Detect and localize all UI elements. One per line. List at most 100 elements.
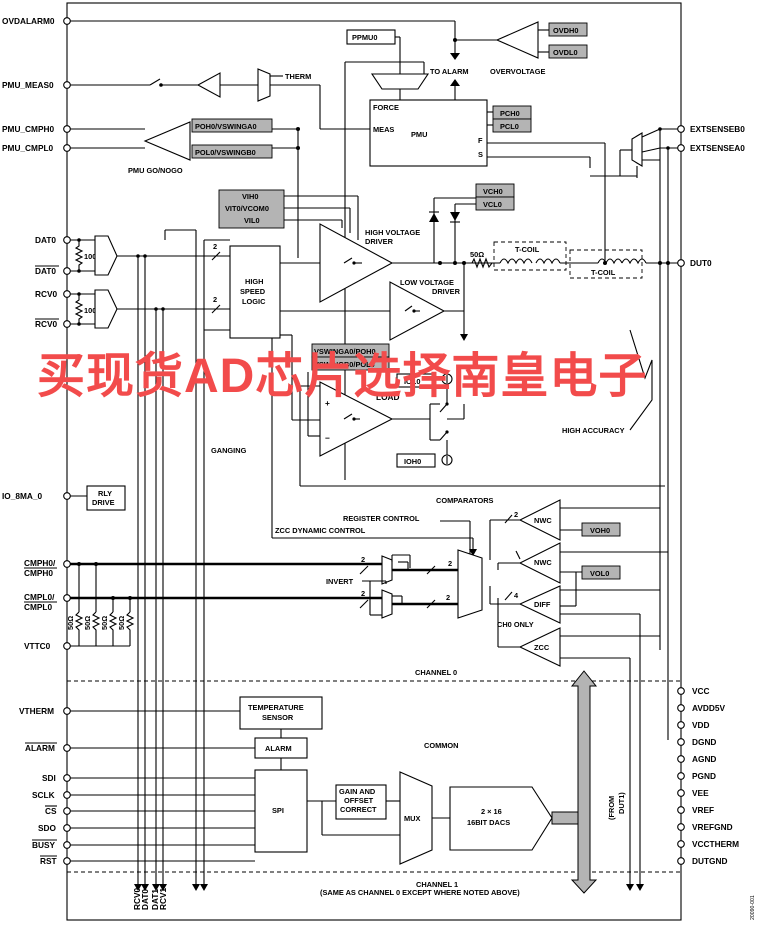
pin-extsensea[interactable]: EXTSENSEA0 [677,143,746,153]
svg-text:100Ω: 100Ω [84,306,102,315]
pol-vswingb-label [191,144,273,159]
svg-text:50Ω: 50Ω [470,250,484,259]
pin-rcv-bar[interactable]: RCV0 [35,318,71,329]
pin-vref[interactable]: VREF [677,805,714,815]
comparator-mux [457,549,483,619]
ch0-only-label: CH0 ONLY [497,620,534,629]
svg-text:+: + [325,398,330,408]
pin-pmu-cmpl[interactable]: PMU_CMPL0 [2,143,71,153]
pin-dat-bar[interactable]: DAT0 [35,265,71,276]
common-label: COMMON [424,741,459,750]
therm-label: THERM [285,72,311,81]
rcv-receiver [94,289,118,329]
pin-label: VCCTHERM [692,839,739,849]
svg-text:NWC: NWC [534,558,552,567]
pin-agnd[interactable]: AGND [677,754,717,764]
rly-drive-block: RLY DRIVE [86,485,126,511]
pin-vrefgnd[interactable]: VREFGND [677,822,733,832]
pin-io-8ma[interactable]: IO_8MA_0 [2,491,71,501]
svg-text:POH0/VSWINGA0: POH0/VSWINGA0 [195,122,257,131]
pin-label: DAT0 [35,266,56,276]
svg-text:DRIVER: DRIVER [432,287,461,296]
pin-dgnd[interactable]: DGND [677,737,717,747]
pin-extsenseb[interactable]: EXTSENSEB0 [677,124,746,134]
svg-text:TEMPERATURE: TEMPERATURE [248,703,304,712]
iol-box [396,373,436,388]
pin-label: VREF [692,805,714,815]
pin-ovdalarm[interactable]: OVDALARM0 [2,16,71,26]
register-control-label: REGISTER CONTROL [343,514,420,523]
comparators-label: COMPARATORS [436,496,494,505]
pin-avdd5v[interactable]: AVDD5V [677,703,726,713]
ioh-box [396,453,436,468]
svg-text:VSWINGA0/POH0: VSWINGA0/POH0 [314,347,376,356]
bottom-pin-dat0[interactable]: DAT0 [140,889,150,910]
svg-text:2: 2 [514,510,518,519]
pin-label-bar: CMPH0 [24,568,53,578]
pin-label: CMPL0/ [24,592,55,602]
dac-output-bus: (FROM DUT1) [551,670,626,894]
pin-sclk[interactable]: SCLK [32,790,71,800]
pin-label: DGND [692,737,716,747]
pin-label: DUT0 [690,258,712,268]
svg-text:PPMU0: PPMU0 [352,33,377,42]
high-accuracy-label: HIGH ACCURACY [562,426,625,435]
pin-label: RCV0 [35,319,58,329]
pin-label-bar: CMPL0 [24,602,53,612]
to-alarm-label: TO ALARM [430,67,469,76]
pin-dut[interactable]: DUT0 [677,258,712,268]
pin-sdi[interactable]: SDI [42,773,71,783]
watermark: 买现货AD芯片选择南皇电子 [37,350,647,403]
t-coil-2 [597,258,623,265]
pin-cs[interactable]: CS [45,805,71,816]
dat-receiver [94,235,118,276]
pin-busy[interactable]: BUSY [32,839,71,850]
pin-pmu-meas[interactable]: PMU_MEAS0 [2,80,71,90]
svg-text:IOH0: IOH0 [404,457,421,466]
svg-text:CORRECT: CORRECT [340,805,377,814]
svg-text:VIL0: VIL0 [244,216,260,225]
svg-text:VOH0: VOH0 [590,526,610,535]
load-label: LOAD [376,392,400,402]
invert-label: INVERT [326,577,354,586]
pmu-section: PPMU0 FORCE MEAS PMU F S PCH0 PCL0 THERM [128,29,532,480]
pin-vdd[interactable]: VDD [677,720,710,730]
pin-pmu-cmph[interactable]: PMU_CMPH0 [2,124,71,134]
comparator-diff [518,585,561,624]
bottom-pin-dat1[interactable]: DAT1 [150,889,160,910]
t-coil-1 [499,258,533,265]
high-speed-logic-block: HIGH SPEED LOGIC [229,245,477,556]
pin-cmph[interactable]: CMPH0/ CMPH0 [24,558,71,578]
svg-text:MEAS: MEAS [373,125,394,134]
sense-mux-route [629,329,653,431]
pin-label: CMPH0/ [24,558,56,568]
svg-text:OFFSET: OFFSET [344,796,374,805]
vttc-resistor-4: 50Ω [117,616,126,630]
pin-vttc[interactable]: VTTC0 [24,641,71,651]
pin-vtherm[interactable]: VTHERM [19,706,71,716]
pin-rst[interactable]: RST [40,855,71,866]
svg-text:16BIT DACS: 16BIT DACS [467,818,510,827]
svg-text:T-COIL: T-COIL [591,268,616,277]
svg-text:2: 2 [213,242,217,251]
bottom-pin-rcv1[interactable]: RCV1 [158,887,168,910]
pin-alarm[interactable]: ALARM [25,742,71,753]
pin-vee[interactable]: VEE [677,788,709,798]
pin-dat[interactable]: DAT0 [35,235,71,245]
pin-label: BUSY [32,840,56,850]
svg-text:VCL0: VCL0 [483,200,502,209]
svg-text:VIT0/VCOM0: VIT0/VCOM0 [225,204,269,213]
pin-sdo[interactable]: SDO [38,823,71,833]
pin-vcctherm[interactable]: VCCTHERM [677,839,739,849]
bottom-pin-rcv0[interactable]: RCV0 [132,887,142,910]
pin-pgnd[interactable]: PGND [677,771,716,781]
pin-label: PMU_MEAS0 [2,80,54,90]
cmp-output-buses: 50Ω 50Ω 50Ω 50Ω [66,562,382,647]
meas-buffer [196,72,221,98]
pin-dutgnd[interactable]: DUTGND [677,856,728,866]
pin-cmpl[interactable]: CMPL0/ CMPL0 [24,592,71,612]
pin-vcc[interactable]: VCC [677,686,710,696]
pin-rcv[interactable]: RCV0 [35,289,71,299]
comparator-zcc [518,627,561,667]
